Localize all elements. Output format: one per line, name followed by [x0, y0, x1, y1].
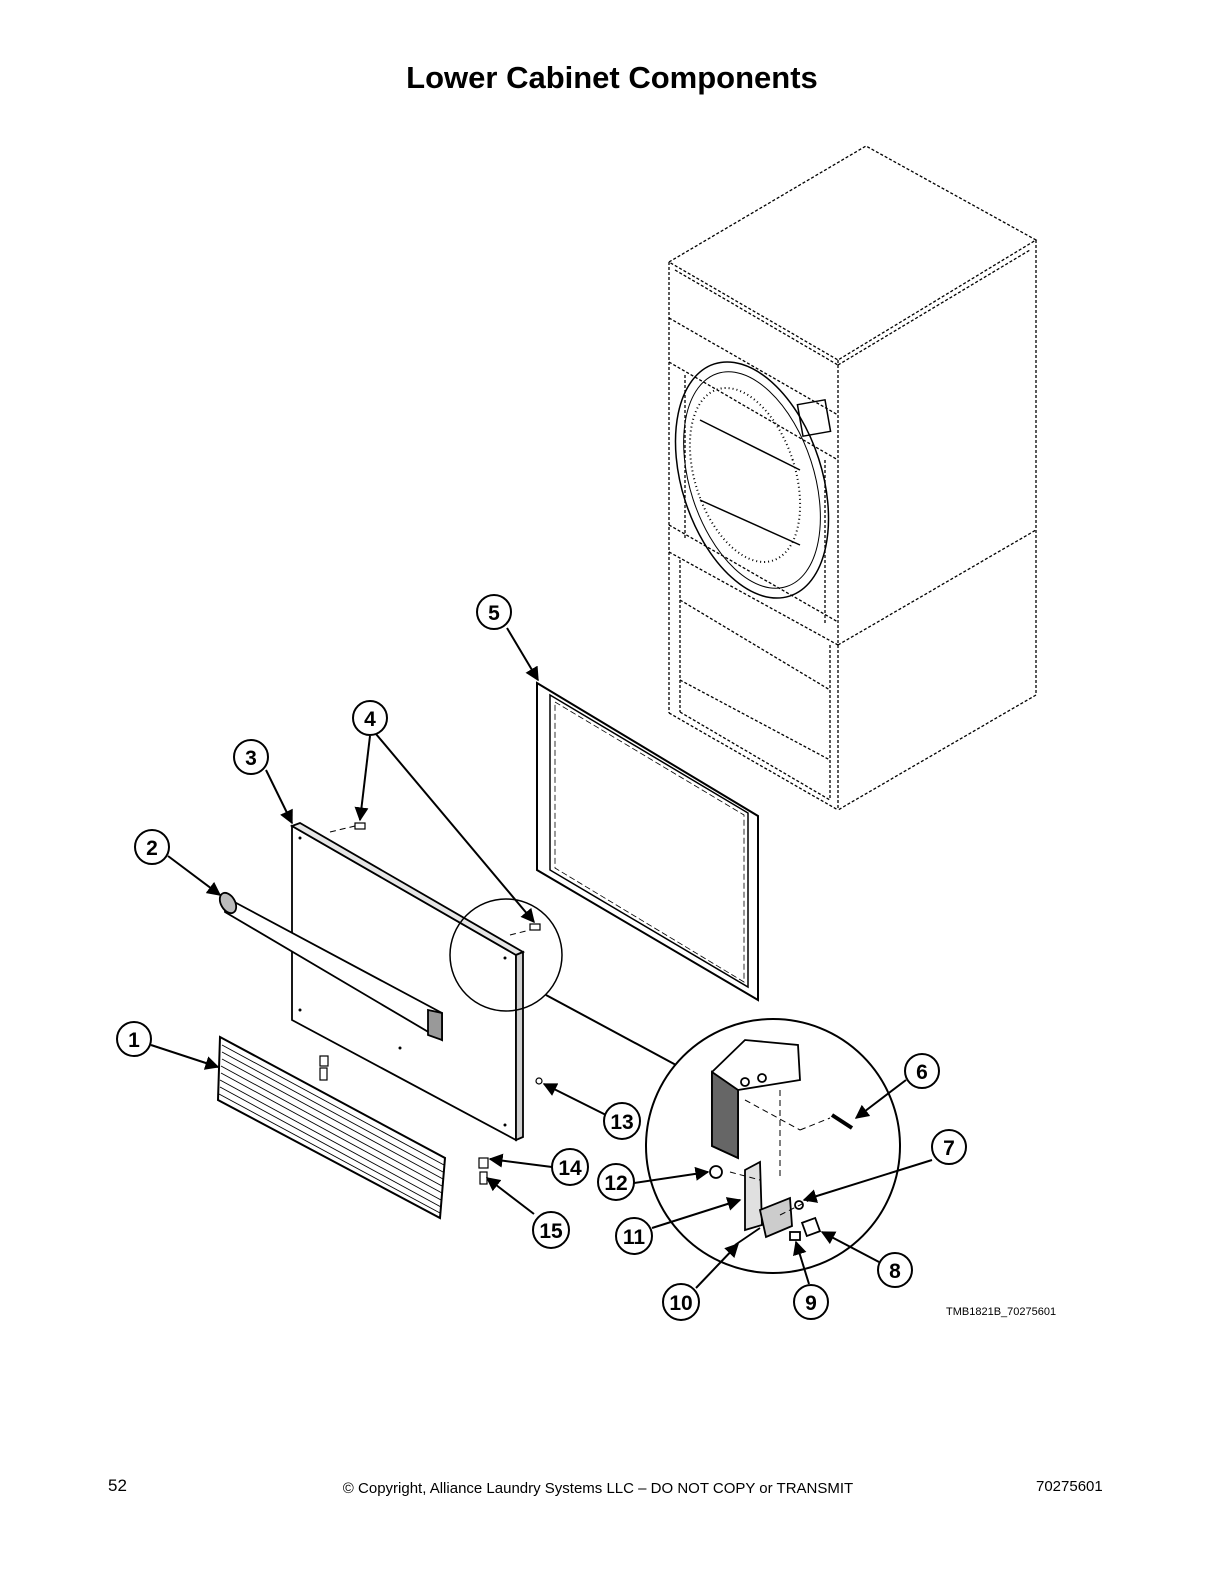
callout-8-label: 8	[889, 1260, 901, 1283]
callout-11: 11	[615, 1217, 653, 1255]
callout-15: 15	[532, 1211, 570, 1249]
callout-7-label: 7	[943, 1137, 955, 1160]
callout-2: 2	[134, 829, 170, 865]
leader-lines	[150, 627, 933, 1289]
callout-3-label: 3	[245, 747, 257, 770]
callout-13: 13	[603, 1102, 641, 1140]
drawing-code: TMB1821B_70275601	[946, 1306, 1057, 1318]
footer-copyright: © Copyright, Alliance Laundry Systems LL…	[342, 1480, 854, 1497]
callout-7: 7	[931, 1129, 967, 1165]
footer-page-number: 52	[108, 1476, 127, 1495]
callout-9: 9	[793, 1284, 829, 1320]
dashed-guides	[329, 825, 831, 1216]
callout-14: 14	[551, 1148, 589, 1186]
magnified-bracket	[709, 1039, 854, 1246]
callout-12-label: 12	[604, 1172, 627, 1195]
callout-11-label: 11	[623, 1226, 646, 1249]
kick-bar	[218, 891, 443, 1042]
callout-9-label: 9	[805, 1292, 817, 1315]
callout-8: 8	[877, 1252, 913, 1288]
callout-5-label: 5	[488, 602, 500, 625]
dryer-drum	[674, 361, 832, 599]
callout-6-label: 6	[916, 1061, 928, 1084]
callout-1: 1	[116, 1021, 152, 1057]
callout-6: 6	[904, 1053, 940, 1089]
page-title: Lower Cabinet Components	[406, 60, 818, 95]
callout-balloons: 1 2 3 4 5 6 7 8 9 10 11 12 13 14 15	[116, 594, 967, 1321]
front-panel-frame	[536, 681, 759, 1002]
callout-2-label: 2	[146, 837, 158, 860]
callout-12: 12	[597, 1163, 635, 1201]
callout-10: 10	[662, 1283, 700, 1321]
callout-15-label: 15	[539, 1220, 563, 1243]
dryer-cabinet	[667, 145, 1038, 811]
callout-3: 3	[233, 739, 269, 775]
callout-4: 4	[352, 700, 388, 736]
callout-4-label: 4	[364, 708, 376, 731]
lower-front-panel	[289, 822, 526, 1142]
detail-callout	[449, 898, 901, 1274]
callout-13-label: 13	[610, 1111, 633, 1134]
callout-1-label: 1	[128, 1029, 140, 1052]
callout-14-label: 14	[558, 1157, 582, 1180]
fasteners	[319, 822, 543, 1185]
kick-plate-grille	[216, 1035, 447, 1220]
footer-doc-number: 70275601	[1036, 1478, 1103, 1495]
callout-10-label: 10	[669, 1292, 692, 1315]
callout-5: 5	[476, 594, 512, 630]
